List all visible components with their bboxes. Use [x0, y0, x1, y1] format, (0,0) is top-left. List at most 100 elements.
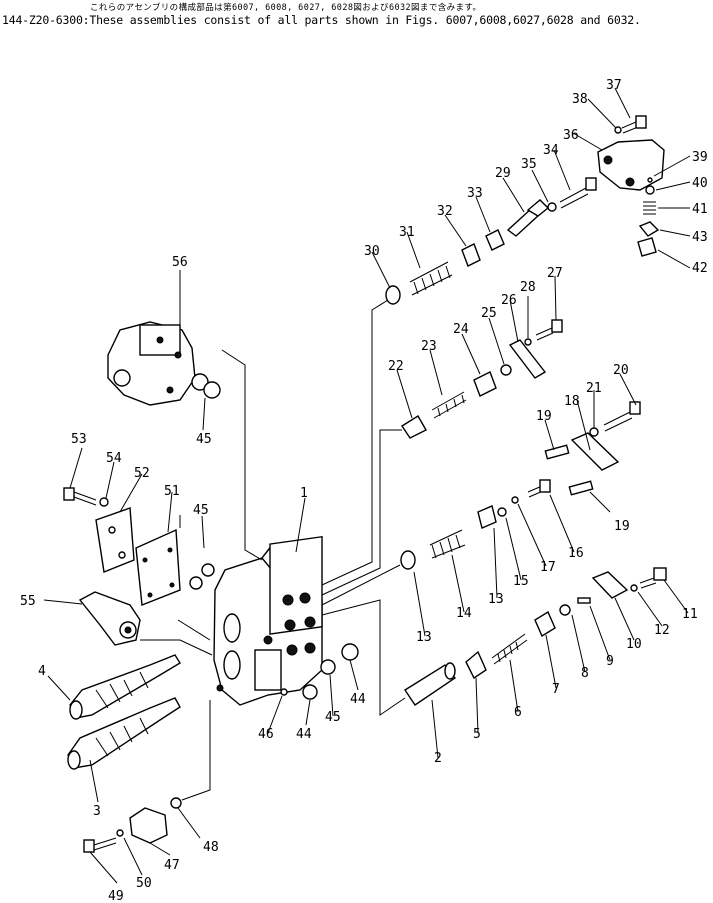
callout-19b: 19: [614, 519, 630, 534]
callout-51: 51: [164, 484, 180, 499]
callout-27: 27: [547, 266, 563, 281]
plug-16: [527, 479, 551, 498]
callout-5: 5: [473, 727, 481, 742]
callout-10: 10: [626, 637, 642, 652]
callout-44a: 44: [296, 727, 312, 742]
callout-35: 35: [521, 157, 537, 172]
valve-body: [213, 535, 323, 706]
cap-22: [401, 415, 427, 439]
callout-53: 53: [71, 432, 87, 447]
solenoid-55: [78, 591, 141, 646]
header-english-note: 144-Z20-6300:These assemblies consist of…: [2, 13, 641, 27]
washer-54: [99, 497, 109, 507]
callout-45c: 45: [325, 710, 341, 725]
callout-40: 40: [692, 176, 708, 191]
callout-33: 33: [467, 186, 483, 201]
seat-7: [534, 610, 556, 638]
header-japanese-note: これらのアセンブリの構成部品は第6007, 6008, 6027, 6028図お…: [90, 3, 482, 13]
cover-36: [597, 139, 665, 191]
washer-28: [524, 338, 532, 346]
plate-18: [570, 432, 620, 471]
ring-17: [511, 496, 519, 504]
callout-49: 49: [108, 889, 124, 903]
spring-23: [431, 391, 467, 419]
plug-42: [637, 237, 657, 257]
callout-18: 18: [564, 394, 580, 409]
callout-14: 14: [456, 606, 472, 621]
callout-12: 12: [654, 623, 670, 638]
callout-17: 17: [540, 560, 556, 575]
callout-55: 55: [20, 594, 36, 609]
o-ring-44b: [341, 643, 359, 661]
bolt-53: [63, 487, 97, 506]
callout-24: 24: [453, 322, 469, 337]
callout-31: 31: [399, 225, 415, 240]
callout-44b: 44: [350, 692, 366, 707]
callout-47: 47: [164, 858, 180, 873]
washer-38: [614, 126, 622, 134]
collar-32: [461, 243, 481, 267]
callout-19a: 19: [536, 409, 552, 424]
callout-46: 46: [258, 727, 274, 742]
pin-9: [577, 597, 591, 604]
o-ring-25: [500, 364, 512, 376]
callout-36: 36: [563, 128, 579, 143]
collar-30: [385, 285, 401, 305]
callout-13a: 13: [416, 630, 432, 645]
callout-29: 29: [495, 166, 511, 181]
callout-20: 20: [613, 363, 629, 378]
spring-41: [643, 201, 656, 215]
callout-6: 6: [514, 705, 522, 720]
callout-2: 2: [434, 751, 442, 766]
sleeve-2: [404, 662, 457, 706]
callout-54: 54: [106, 451, 122, 466]
ring-46: [280, 688, 288, 696]
callout-labels: 1 2 3 4 5 6 7 8 9 10 11 12 13 13 14 15 1…: [20, 78, 708, 903]
spool-29: [506, 199, 550, 237]
bolt-20: [603, 401, 641, 432]
o-ring-48: [170, 797, 182, 809]
ball-39: [647, 177, 653, 183]
callout-28: 28: [520, 280, 536, 295]
callout-26: 26: [501, 293, 517, 308]
o-ring-44a: [302, 684, 318, 700]
bolt-27: [535, 319, 563, 341]
pin-19b: [568, 480, 594, 496]
bracket-10: [591, 571, 629, 599]
callout-32: 32: [437, 204, 453, 219]
callout-38: 38: [572, 92, 588, 107]
callout-45a: 45: [196, 432, 212, 447]
callout-37: 37: [606, 78, 622, 93]
bolt-11: [639, 567, 667, 589]
callout-8: 8: [581, 666, 589, 681]
callout-34: 34: [543, 143, 559, 158]
spool-3: [67, 697, 181, 770]
callout-23: 23: [421, 339, 437, 354]
seat-43: [638, 221, 660, 237]
callout-3: 3: [93, 804, 101, 819]
callout-50: 50: [136, 876, 152, 891]
callout-4: 4: [38, 664, 46, 679]
leader-lines: [43, 87, 691, 884]
o-ring-8: [559, 604, 571, 616]
collar-13a: [400, 550, 416, 570]
collar-13b: [477, 505, 497, 529]
plate-52: [95, 507, 135, 573]
callout-11: 11: [682, 607, 698, 622]
callout-39: 39: [692, 150, 708, 165]
connection-lines: [140, 299, 406, 801]
washer-21: [589, 427, 599, 437]
collar-24: [473, 371, 497, 397]
washer-12: [630, 584, 638, 592]
callout-7: 7: [552, 682, 560, 697]
callout-52: 52: [134, 466, 150, 481]
link-26: [508, 339, 547, 379]
callout-42: 42: [692, 261, 708, 276]
ring-40: [645, 185, 655, 195]
washer-50: [116, 829, 124, 837]
cover-47: [129, 807, 168, 844]
o-ring-45c: [320, 659, 336, 675]
callout-25: 25: [481, 306, 497, 321]
ring-15: [497, 507, 507, 517]
